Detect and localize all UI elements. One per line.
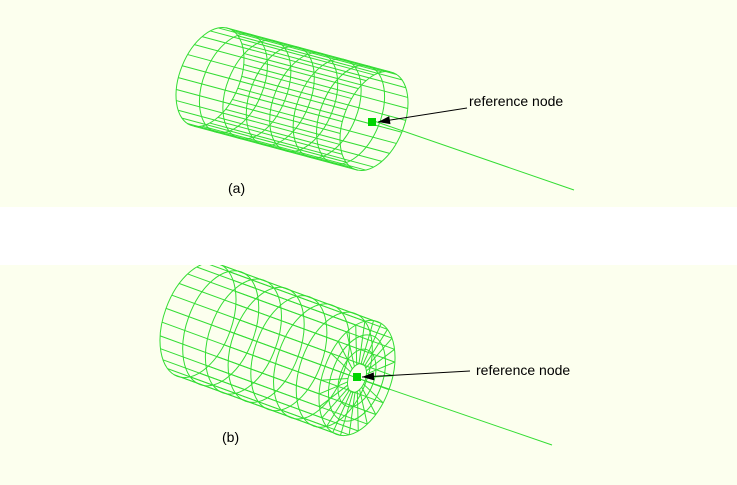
end-face-spoke	[346, 331, 355, 367]
mesh-line	[225, 108, 390, 154]
reference-node-label-a: reference node	[469, 93, 564, 109]
mesh-line	[232, 279, 393, 339]
cylinder-mesh-a	[175, 26, 409, 172]
mesh-line	[233, 317, 394, 377]
end-face-spoke	[366, 348, 395, 372]
end-face-spoke	[324, 365, 350, 376]
mesh-line	[225, 27, 391, 73]
arrowhead-b	[362, 372, 375, 381]
mesh-line	[243, 52, 408, 98]
beam-line-b	[356, 377, 553, 446]
end-face-spoke	[362, 323, 382, 365]
mesh-line	[165, 307, 326, 367]
end-face-spoke	[332, 391, 352, 433]
end-face-spoke	[365, 337, 393, 369]
end-face-spoke	[366, 361, 396, 375]
mesh-line	[181, 117, 347, 163]
mesh-line	[201, 36, 367, 82]
mesh-line	[187, 54, 352, 100]
mesh-line	[237, 87, 402, 133]
mesh-line	[218, 27, 383, 73]
end-face-spoke	[356, 391, 359, 432]
end-face-spoke	[326, 389, 350, 427]
mesh-line	[176, 100, 341, 146]
mesh-line	[237, 35, 403, 81]
end-face-spoke	[330, 352, 351, 373]
annotation-arrow-b	[361, 370, 471, 378]
end-face-spoke	[318, 381, 348, 395]
panel-a-background	[0, 0, 737, 207]
mesh-line	[228, 270, 388, 330]
cylinder-mesh-b	[159, 265, 396, 437]
end-face-spoke	[321, 387, 349, 419]
mesh-line	[235, 303, 395, 363]
reference-node-b	[353, 373, 361, 381]
end-face-spoke	[364, 329, 388, 367]
mesh-line	[167, 368, 327, 428]
mesh-line	[160, 335, 320, 395]
end-face-spoke	[321, 378, 349, 381]
reference-node-label-b: reference node	[476, 362, 571, 378]
mesh-line	[232, 98, 397, 144]
mesh-line	[194, 44, 359, 90]
mesh-line	[182, 65, 347, 111]
mesh-line	[160, 348, 320, 408]
mesh-line	[201, 125, 366, 171]
mesh-line	[187, 123, 352, 168]
mesh-line	[173, 374, 333, 434]
beam-line-a	[373, 120, 575, 191]
mesh-line	[178, 77, 343, 123]
mesh-line	[162, 359, 323, 419]
end-face-spoke	[339, 392, 354, 436]
end-face-spoke	[319, 384, 348, 408]
mesh-ring	[159, 265, 237, 379]
end-face-spoke	[355, 324, 358, 365]
mesh-line	[217, 116, 383, 162]
mesh-line	[232, 30, 397, 75]
mesh-line	[243, 64, 408, 110]
panel-a-figure	[175, 26, 575, 191]
panel-caption-a: (a)	[228, 180, 246, 196]
annotation-arrow-a	[377, 107, 468, 123]
mesh-line	[178, 109, 343, 155]
mesh-line	[241, 43, 406, 89]
mesh-line	[193, 125, 359, 171]
panel-caption-b: (b)	[222, 429, 240, 445]
mesh-line	[222, 265, 382, 324]
panel-b-figure	[159, 265, 553, 446]
end-face-spoke	[348, 392, 356, 435]
end-face-spoke	[359, 389, 368, 425]
reference-node-a	[368, 118, 376, 126]
end-face-spoke	[363, 383, 384, 404]
end-face-spoke	[337, 341, 353, 370]
arrowhead-a	[378, 116, 391, 125]
panel-a: reference node (a)	[0, 0, 737, 207]
end-face-spoke	[358, 321, 366, 364]
end-face-spoke	[361, 386, 377, 415]
mesh-line	[210, 30, 375, 76]
mesh-line	[241, 75, 406, 121]
end-face-spoke	[360, 320, 375, 364]
panel-b: reference node (b)	[0, 265, 737, 485]
mesh-line	[176, 88, 341, 134]
mesh-line	[161, 321, 322, 381]
mesh-line	[209, 122, 374, 168]
